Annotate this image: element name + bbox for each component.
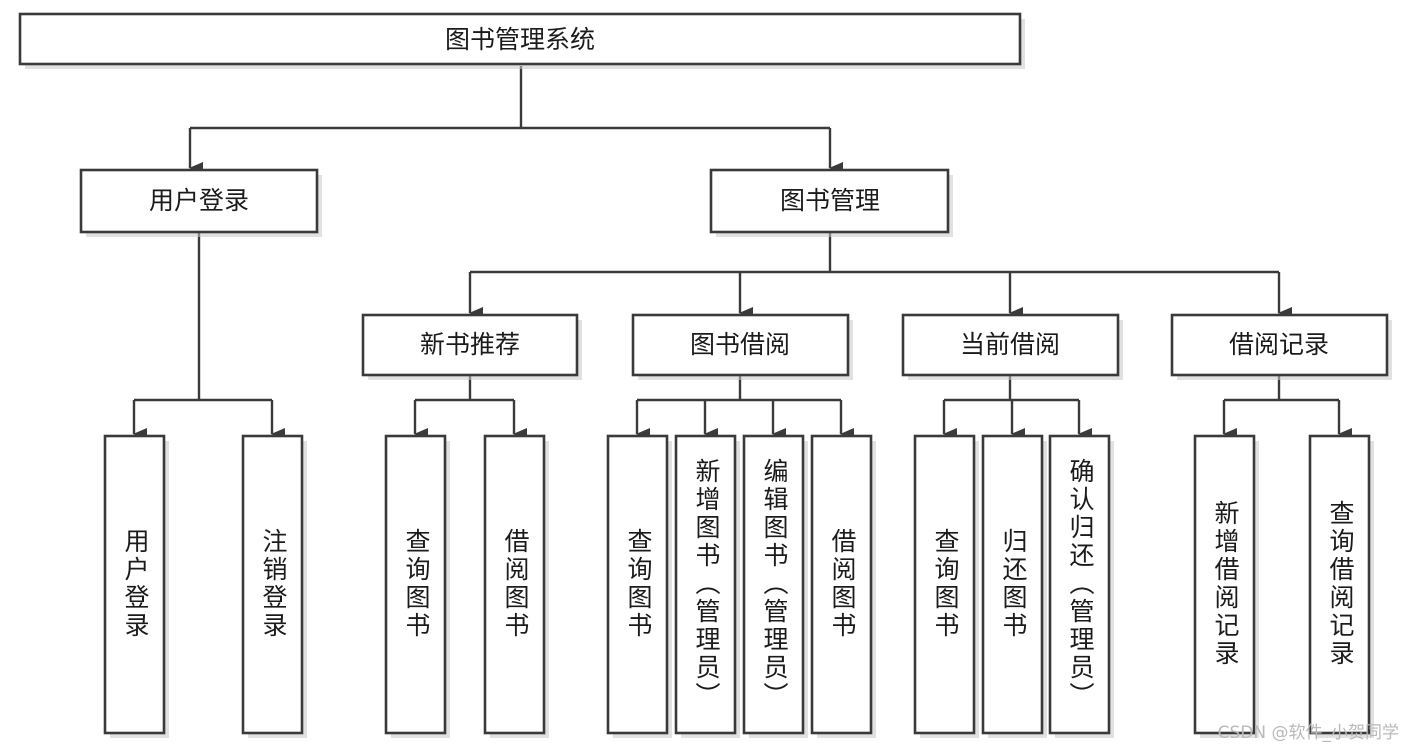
node-book-management[interactable]: 图书管理 bbox=[709, 168, 953, 237]
leaf-user-login-0-label: 用户登录 bbox=[121, 528, 150, 640]
edge-group-new-book bbox=[413, 375, 527, 440]
leaf-new-book-1[interactable]: 借阅图书 bbox=[483, 434, 549, 738]
leaf-borrow-record-1-label: 查询借阅记录 bbox=[1326, 500, 1355, 668]
leaf-current-borrow-2-label: 确认归还（管理员） bbox=[1066, 458, 1095, 710]
node-borrow-record[interactable]: 借阅记录 bbox=[1170, 313, 1392, 380]
leaf-book-borrow-0[interactable]: 查询图书 bbox=[606, 434, 672, 738]
leaf-current-borrow-1-label: 归还图书 bbox=[999, 528, 1028, 640]
edge-group-borrow-record bbox=[1222, 375, 1352, 440]
leaf-current-borrow-0[interactable]: 查询图书 bbox=[913, 434, 979, 738]
leaf-user-login-0[interactable]: 用户登录 bbox=[103, 434, 169, 738]
node-root[interactable]: 图书管理系统 bbox=[18, 12, 1025, 69]
leaf-new-book-0[interactable]: 查询图书 bbox=[384, 434, 450, 738]
node-new-book-recommend-label: 新书推荐 bbox=[420, 330, 520, 359]
leaf-book-borrow-3-label: 借阅图书 bbox=[828, 528, 857, 640]
leaf-book-borrow-3[interactable]: 借阅图书 bbox=[810, 434, 876, 738]
leaf-book-borrow-2-label: 编辑图书（管理员） bbox=[760, 458, 789, 710]
leaf-user-login-1-label: 注销登录 bbox=[259, 528, 288, 640]
leaf-new-book-1-label: 借阅图书 bbox=[501, 528, 530, 640]
leaf-current-borrow-1[interactable]: 归还图书 bbox=[981, 434, 1047, 738]
leaf-current-borrow-2[interactable]: 确认归还（管理员） bbox=[1048, 434, 1114, 738]
node-book-borrow-label: 图书借阅 bbox=[690, 330, 790, 359]
node-current-borrow[interactable]: 当前借阅 bbox=[901, 313, 1123, 380]
node-user-login[interactable]: 用户登录 bbox=[79, 168, 322, 237]
edge-group-book-mgmt bbox=[468, 232, 1292, 319]
leaf-book-borrow-2[interactable]: 编辑图书（管理员） bbox=[742, 434, 808, 738]
edge-group-user-login bbox=[132, 232, 285, 440]
node-user-login-label: 用户登录 bbox=[149, 186, 249, 215]
node-current-borrow-label: 当前借阅 bbox=[960, 330, 1060, 359]
leaf-borrow-record-0-label: 新增借阅记录 bbox=[1211, 500, 1240, 668]
leaf-current-borrow-0-label: 查询图书 bbox=[931, 528, 960, 640]
leaf-borrow-record-0[interactable]: 新增借阅记录 bbox=[1193, 434, 1259, 738]
node-borrow-record-label: 借阅记录 bbox=[1229, 330, 1329, 359]
leaf-book-borrow-1-label: 新增图书（管理员） bbox=[692, 458, 721, 710]
edge-group-current-borrow bbox=[942, 375, 1092, 440]
edge-group-root bbox=[188, 66, 843, 174]
leaf-user-login-1[interactable]: 注销登录 bbox=[241, 434, 307, 738]
leaf-book-borrow-0-label: 查询图书 bbox=[624, 528, 653, 640]
node-new-book-recommend[interactable]: 新书推荐 bbox=[361, 313, 582, 380]
node-book-management-label: 图书管理 bbox=[780, 186, 880, 215]
leaf-borrow-record-1[interactable]: 查询借阅记录 bbox=[1308, 434, 1374, 738]
node-book-borrow[interactable]: 图书借阅 bbox=[631, 313, 853, 380]
leaf-book-borrow-1[interactable]: 新增图书（管理员） bbox=[674, 434, 740, 738]
leaf-new-book-0-label: 查询图书 bbox=[402, 528, 431, 640]
node-root-label: 图书管理系统 bbox=[445, 25, 595, 54]
edge-group-book-borrow bbox=[635, 375, 854, 440]
